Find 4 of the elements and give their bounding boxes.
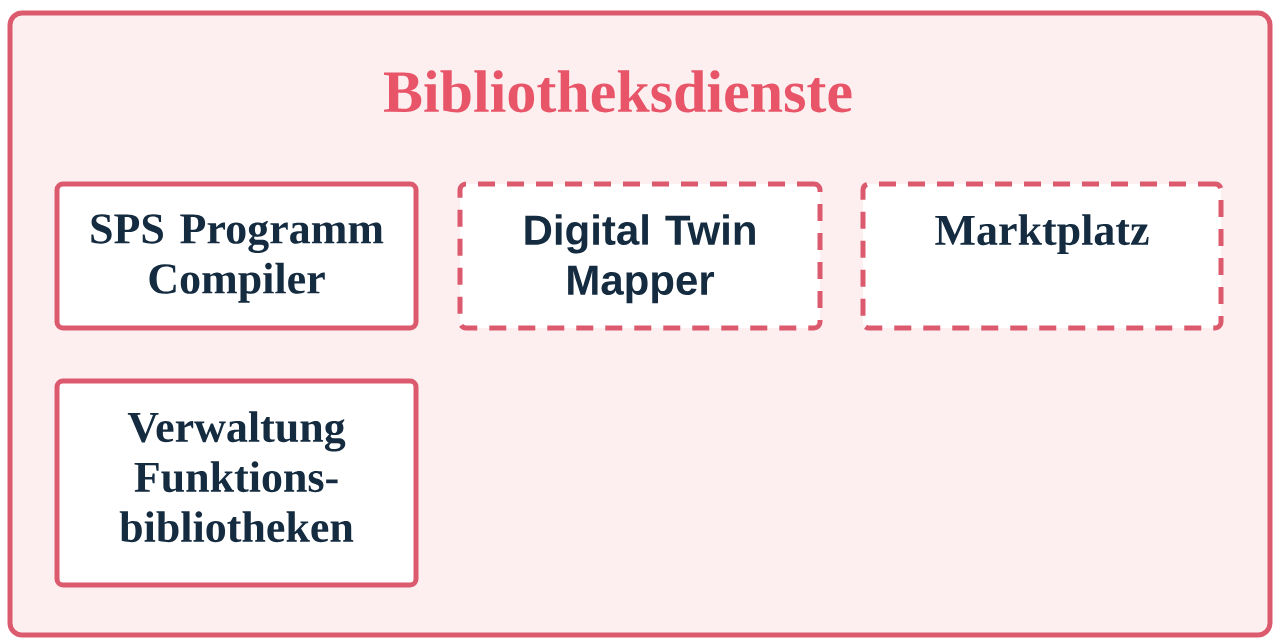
component-box: SPS Programm Compiler	[54, 181, 419, 331]
component-box: Digital Twin Mapper	[457, 181, 823, 331]
component-box: Verwaltung Funktions- bibliotheken	[54, 378, 419, 588]
component-box: Marktplatz	[860, 181, 1224, 331]
